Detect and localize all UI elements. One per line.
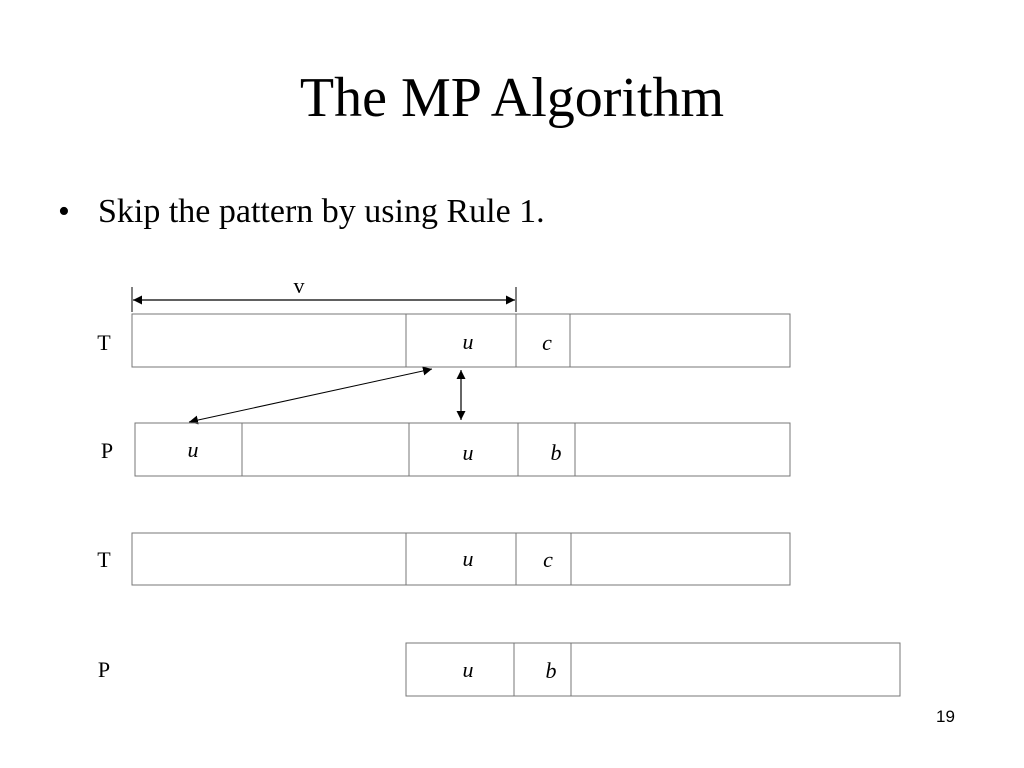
span-v: v xyxy=(131,273,517,312)
cell-label: u xyxy=(188,437,199,462)
page-number: 19 xyxy=(936,707,955,726)
bullet-item: • Skip the pattern by using Rule 1. xyxy=(58,190,545,234)
cell-label: c xyxy=(543,547,553,572)
row-text-2: T u c xyxy=(97,532,791,586)
slide-title: The MP Algorithm xyxy=(299,67,725,129)
bullet-text: Skip the pattern by using Rule 1. xyxy=(98,193,545,230)
row-label: P xyxy=(101,438,113,463)
shift-arrow xyxy=(188,366,433,425)
row-label: T xyxy=(97,330,111,355)
bullet-marker: • xyxy=(58,193,70,230)
row-pattern-2: P u b xyxy=(98,642,901,697)
string-box xyxy=(131,313,791,368)
cell-label: u xyxy=(463,329,474,354)
cell-label: b xyxy=(551,440,562,465)
span-label: v xyxy=(294,273,305,298)
row-label: T xyxy=(97,547,111,572)
cell-label: u xyxy=(463,657,474,682)
row-label: P xyxy=(98,657,110,682)
cell-label: u xyxy=(463,546,474,571)
cell-label: c xyxy=(542,330,552,355)
cell-label: b xyxy=(546,658,557,683)
string-box xyxy=(131,532,791,586)
string-box xyxy=(405,642,901,697)
cell-label: u xyxy=(463,440,474,465)
string-box xyxy=(134,422,791,477)
row-pattern-1: P u u b xyxy=(101,422,791,477)
row-text-1: T u c xyxy=(97,313,791,368)
